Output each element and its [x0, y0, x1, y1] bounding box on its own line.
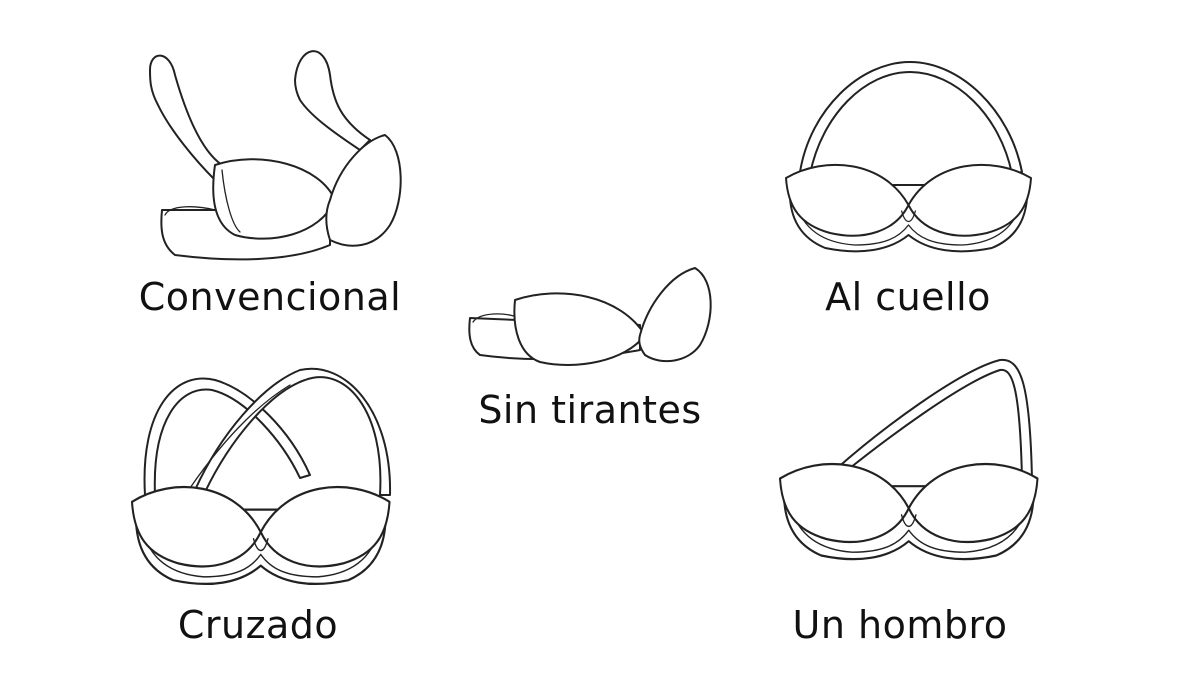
label-sin-tirantes: Sin tirantes	[478, 388, 702, 432]
one-shoulder-bra-illustration	[778, 358, 1039, 561]
label-al-cuello: Al cuello	[825, 275, 991, 319]
halter-bra-illustration	[785, 61, 1032, 253]
crisscross-bra-illustration	[130, 367, 392, 586]
label-un-hombro: Un hombro	[792, 603, 1008, 647]
strapless-bra-illustration	[468, 267, 712, 366]
label-convencional: Convencional	[138, 275, 402, 319]
conventional-bra-illustration	[149, 50, 402, 261]
label-cruzado: Cruzado	[177, 603, 339, 647]
